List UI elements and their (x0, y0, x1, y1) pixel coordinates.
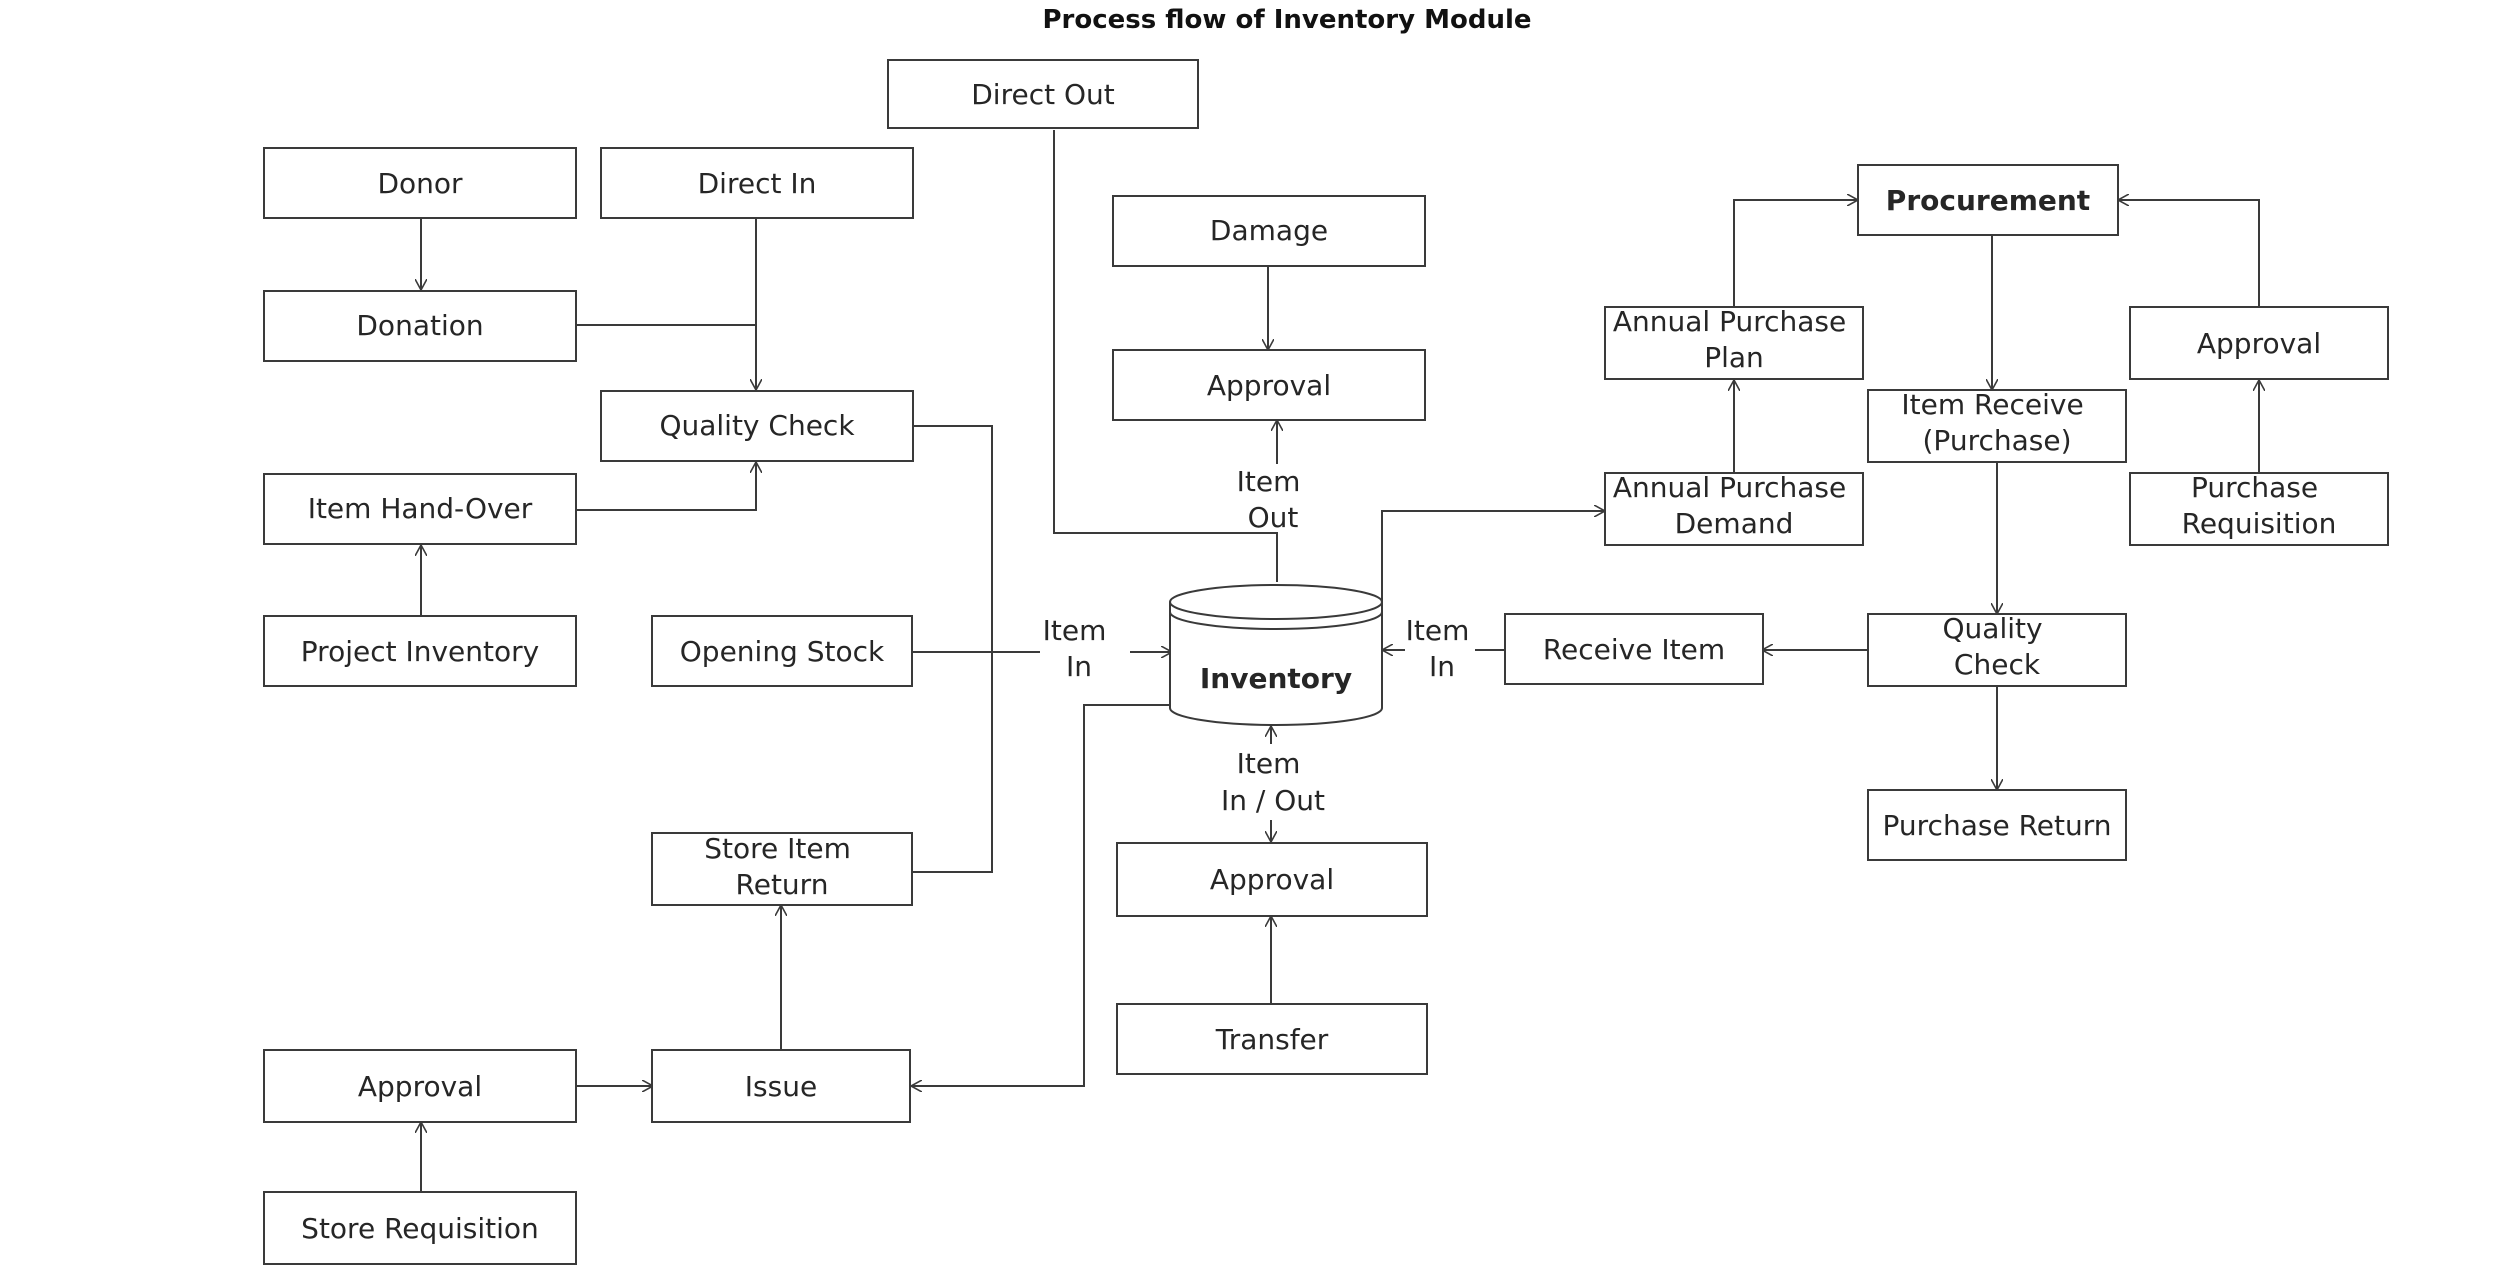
svg-text:Purchase Return: Purchase Return (1883, 809, 2112, 842)
svg-text:Annual Purchase Plan: Annual Purchase Plan (1613, 305, 1855, 374)
svg-text:Approval: Approval (1207, 369, 1331, 402)
node-direct-in: Direct In (600, 147, 914, 219)
svg-text:Store Item Return: Store Item Return (704, 832, 860, 901)
node-store-item-return: Store Item Return (651, 832, 913, 906)
node-annual-purchase-demand: Annual Purchase Demand (1604, 471, 1864, 546)
node-approval-damage: Approval (1112, 349, 1426, 421)
svg-text:Issue: Issue (745, 1070, 817, 1103)
edge-quality-check-to-store-item-return (913, 425, 993, 873)
node-item-hand-over: Item Hand-Over (263, 473, 577, 545)
node-quality-check-right: Quality Check (1867, 612, 2127, 687)
svg-text:Direct In: Direct In (698, 167, 817, 200)
svg-text:Receive Item: Receive Item (1543, 633, 1725, 666)
nodes: Direct Out Donor Direct In Damage Procur… (263, 59, 2389, 1265)
node-approval-procurement: Approval (2129, 306, 2389, 380)
edge-inventory-to-issue (911, 704, 1172, 1086)
node-approval-issue: Approval (263, 1049, 577, 1123)
svg-text:Approval: Approval (358, 1070, 482, 1103)
svg-text:Item Hand-Over: Item Hand-Over (308, 492, 533, 525)
svg-text:Opening Stock: Opening Stock (680, 635, 885, 668)
node-receive-item: Receive Item (1504, 613, 1764, 685)
edge-plan-to-procurement (1733, 200, 1858, 306)
node-opening-stock: Opening Stock (651, 615, 913, 687)
node-purchase-return: Purchase Return (1867, 789, 2127, 861)
edge-direct-out-to-inventory (1053, 130, 1278, 582)
svg-text:Store Requisition: Store Requisition (301, 1212, 539, 1245)
edge-label-item-out: Item Out (1237, 465, 1310, 534)
node-approval-transfer: Approval (1116, 842, 1428, 917)
node-annual-purchase-plan: Annual Purchase Plan (1604, 305, 1864, 380)
svg-text:Project Inventory: Project Inventory (301, 635, 539, 668)
node-direct-out: Direct Out (887, 59, 1199, 129)
node-donation: Donation (263, 290, 577, 362)
svg-text:Donation: Donation (356, 309, 483, 342)
svg-text:Damage: Damage (1210, 214, 1328, 247)
svg-text:Approval: Approval (2197, 327, 2321, 360)
node-procurement: Procurement (1857, 164, 2119, 236)
svg-text:Procurement: Procurement (1886, 184, 2090, 217)
edge-item-hand-over-to-quality-check (577, 462, 756, 511)
node-item-receive-purchase: Item Receive (Purchase) (1867, 388, 2127, 463)
edge-label-item-in-out: Item In / Out (1221, 747, 1325, 817)
diagram-title: Process flow of Inventory Module (1042, 5, 1531, 35)
svg-text:Quality Check: Quality Check (659, 409, 855, 442)
svg-text:Item Receive (Purchase: Item Receive (Purchase) (1901, 388, 2092, 457)
edge-label-item-in-left: Item In (1043, 614, 1116, 683)
node-project-inventory: Project Inventory (263, 615, 577, 687)
node-store-requisition: Store Requisition (263, 1191, 577, 1265)
svg-text:Direct Out: Direct Out (971, 78, 1115, 111)
svg-text:Approval: Approval (1210, 863, 1334, 896)
svg-text:Purchase Requisition: Purchase Requisition (2182, 471, 2337, 540)
edge-inventory-to-annual-purchase-demand (1381, 511, 1605, 605)
node-purchase-requisition: Purchase Requisition (2129, 471, 2389, 546)
edge-approval-to-procurement (2118, 200, 2260, 306)
edges (421, 130, 2259, 1191)
svg-text:Transfer: Transfer (1215, 1023, 1329, 1056)
node-issue: Issue (651, 1049, 911, 1123)
edge-labels: Item Out Item In Item In Item In / Out (1043, 465, 1479, 817)
node-quality-check-left: Quality Check (600, 390, 914, 462)
svg-text:Donor: Donor (377, 167, 463, 200)
svg-text:Quality Check: Quality Check (1943, 612, 2052, 681)
node-donor: Donor (263, 147, 577, 219)
node-transfer: Transfer (1116, 1003, 1428, 1075)
edge-label-item-in-right: Item In (1406, 614, 1479, 683)
svg-text:Annual Purchase Demand: Annual Purchase Demand (1613, 471, 1855, 540)
svg-text:Inventory: Inventory (1200, 662, 1352, 695)
node-damage: Damage (1112, 195, 1426, 267)
node-inventory-database: Inventory (1169, 584, 1383, 726)
